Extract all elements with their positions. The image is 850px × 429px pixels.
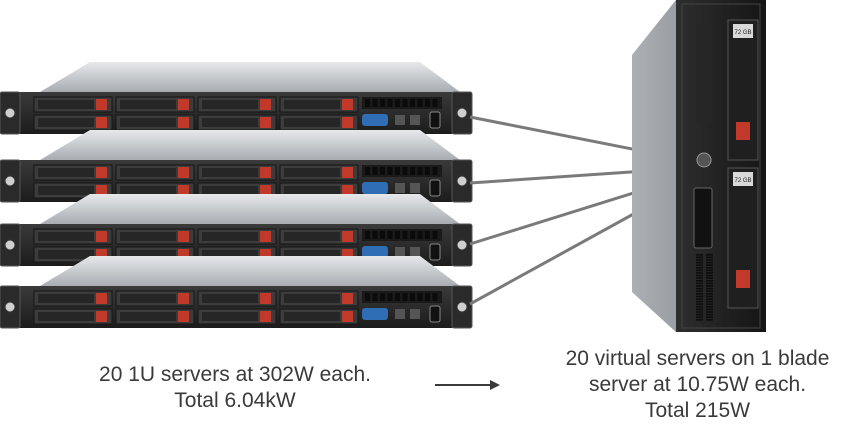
drive-latch xyxy=(342,293,353,304)
drive-latch xyxy=(342,117,353,128)
rack-power-caption: 20 1U servers at 302W each. Total 6.04kW xyxy=(70,362,400,414)
blade-power-caption: 20 virtual servers on 1 blade server at … xyxy=(545,346,850,424)
drive-latch xyxy=(260,167,271,178)
drive-latch xyxy=(96,117,107,128)
drive-latch xyxy=(260,249,271,260)
drive-latch xyxy=(178,293,189,304)
drive-latch xyxy=(342,311,353,322)
drive-latch xyxy=(178,231,189,242)
rack-server-unit xyxy=(0,62,473,135)
vga-port-icon xyxy=(362,182,388,194)
drive-latch xyxy=(342,249,353,260)
rack-server-unit xyxy=(0,130,473,203)
drive-latch xyxy=(96,311,107,322)
rack-server-stack xyxy=(0,62,473,329)
vga-port-icon xyxy=(362,308,388,320)
caption-line: Total 6.04kW xyxy=(174,389,296,412)
drive-latch xyxy=(178,249,189,260)
drive-latch xyxy=(260,293,271,304)
drive-latch xyxy=(342,167,353,178)
drive-latch xyxy=(260,185,271,196)
drive-latch xyxy=(260,117,271,128)
drive-latch xyxy=(96,185,107,196)
caption-line: server at 10.75W each. xyxy=(588,373,807,396)
blade-server: 72 GB 72 GB xyxy=(632,0,766,332)
rack-server-unit xyxy=(0,256,473,329)
drive-latch xyxy=(342,99,353,110)
drive-latch xyxy=(178,185,189,196)
drive-latch xyxy=(178,167,189,178)
drive-latch xyxy=(260,231,271,242)
drive-latch xyxy=(96,99,107,110)
drive-latch xyxy=(178,311,189,322)
caption-line: Total 215W xyxy=(644,399,751,422)
drive-label: 72 GB xyxy=(734,178,751,184)
vga-port-icon xyxy=(362,246,388,258)
drive-latch xyxy=(96,167,107,178)
arrow-right-icon xyxy=(435,380,500,390)
drive-latch xyxy=(260,311,271,322)
caption-line: 20 1U servers at 302W each. xyxy=(99,363,371,386)
drive-latch xyxy=(96,249,107,260)
drive-latch xyxy=(342,231,353,242)
caption-line: 20 virtual servers on 1 blade xyxy=(565,347,830,370)
drive-latch xyxy=(178,99,189,110)
power-button-icon xyxy=(696,152,712,168)
vga-port-icon xyxy=(362,114,388,126)
drive-latch xyxy=(260,99,271,110)
drive-label: 72 GB xyxy=(734,30,751,36)
rack-server-unit xyxy=(0,194,473,267)
drive-latch xyxy=(342,185,353,196)
drive-latch xyxy=(96,231,107,242)
drive-latch xyxy=(178,117,189,128)
drive-latch xyxy=(96,293,107,304)
